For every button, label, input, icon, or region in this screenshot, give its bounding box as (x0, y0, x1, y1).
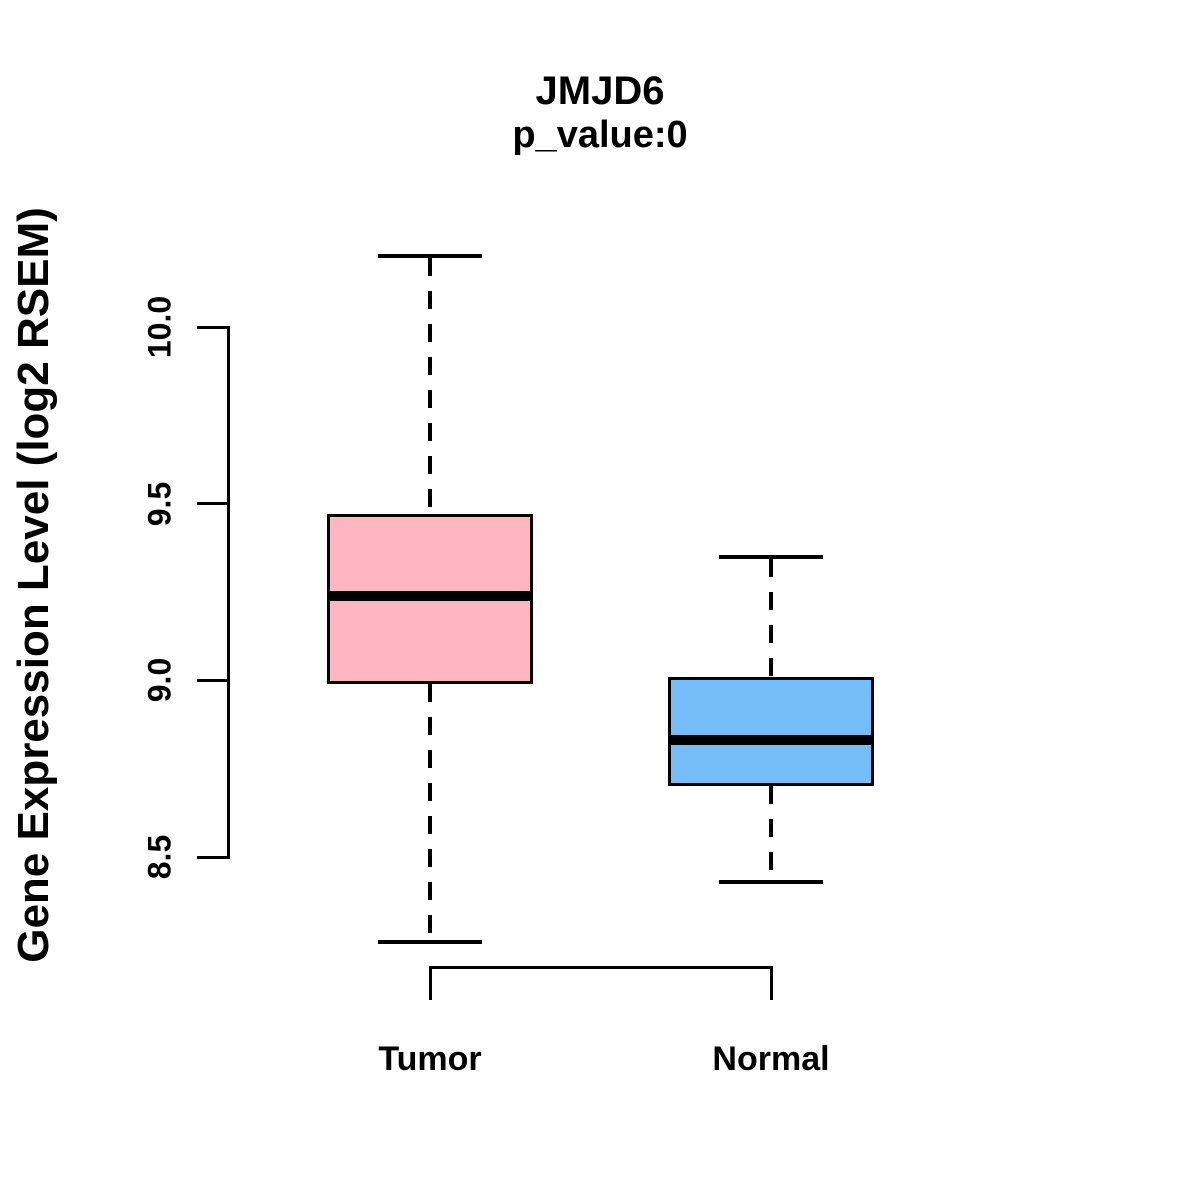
chart-title: JMJD6 (535, 69, 665, 113)
y-tick-label-text: 8.5 (141, 834, 178, 880)
y-tick-label-text: 9.5 (141, 481, 178, 526)
x-tick-tumor (428, 966, 432, 1000)
whisker-upper-tumor (428, 258, 432, 515)
y-tick-8.5 (197, 855, 230, 859)
y-axis-label-text: Gene Expression Level (log2 RSEM) (9, 207, 58, 963)
x-label-normal: Normal (712, 1040, 830, 1078)
whisker-cap-lower-normal (719, 879, 823, 884)
y-tick-label-text: 9.0 (141, 658, 178, 703)
y-tick-9.0 (197, 678, 230, 682)
y-tick-10.0 (197, 325, 230, 329)
x-axis-line (428, 966, 773, 969)
y-tick-label-text: 10.0 (141, 295, 178, 359)
y-axis-line (227, 325, 230, 859)
whisker-lower-normal (769, 786, 773, 880)
whisker-cap-upper-normal (719, 554, 823, 559)
whisker-cap-upper-tumor (378, 254, 482, 259)
median-line-tumor (327, 590, 533, 601)
y-tick-9.5 (197, 502, 230, 506)
x-tick-normal (769, 966, 773, 1000)
whisker-lower-tumor (428, 683, 432, 940)
whisker-upper-normal (769, 558, 773, 677)
x-label-tumor: Tumor (378, 1040, 482, 1078)
chart-subtitle: p_value:0 (512, 114, 688, 156)
box-normal (668, 676, 874, 787)
median-line-normal (668, 735, 874, 746)
whisker-cap-lower-tumor (378, 939, 482, 944)
